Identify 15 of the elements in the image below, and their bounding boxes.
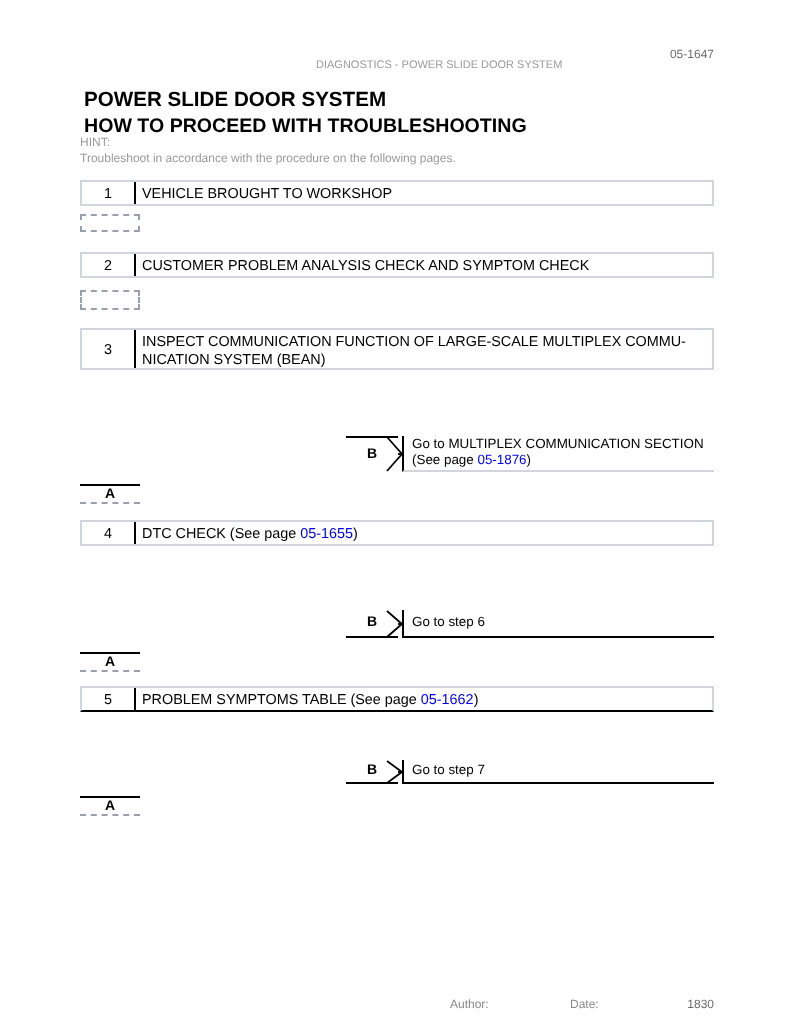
section-heading: HOW TO PROCEED WITH TROUBLESHOOTING (84, 118, 527, 138)
chevron-arrow (386, 436, 403, 472)
step-box (80, 686, 714, 712)
dashed-box (80, 290, 140, 310)
goto-box (402, 760, 714, 784)
step-box (80, 252, 714, 278)
dashed-box (80, 214, 140, 232)
chevron-arrow (386, 760, 403, 784)
chevron-arrow (386, 610, 403, 638)
step-box (80, 180, 714, 206)
page-title: POWER SLIDE DOOR SYSTEM (84, 92, 387, 113)
step-box (80, 328, 714, 370)
step-box (80, 520, 714, 546)
goto-box (402, 610, 714, 638)
goto-box (402, 436, 714, 472)
